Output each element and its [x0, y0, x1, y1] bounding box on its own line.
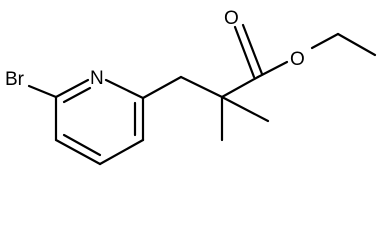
- carbonyl-oxygen-label: O: [224, 8, 239, 29]
- bond-c6-n: [54, 78, 90, 99]
- bond-br-c6: [27, 84, 58, 99]
- nitrogen-label: N: [90, 68, 104, 89]
- bond-n-c2: [104, 78, 145, 100]
- bond-cq-methyl-right: [220, 95, 270, 123]
- molecule-structure: Br N O O: [5, 8, 377, 166]
- ester-oxygen-label: O: [290, 49, 305, 70]
- bond-carbonyl-o-double-a: [233, 25, 256, 79]
- bond-ch2-ch3: [336, 32, 377, 57]
- bond-c4-c5: [54, 138, 102, 166]
- bond-ch2-cq: [179, 75, 224, 99]
- bromine-label: Br: [5, 69, 25, 90]
- bond-c4-c5-inner: [62, 133, 102, 157]
- bond-c6-n-inner: [62, 86, 92, 104]
- bond-c3-c4: [98, 138, 145, 166]
- bond-cq-carbonyl: [220, 75, 260, 99]
- bond-o-ch2: [310, 32, 340, 50]
- bond-c2-ch2: [141, 75, 183, 100]
- bond-carbonyl-o-double-b: [241, 23, 264, 76]
- bond-carbonyl-o-ester: [256, 60, 289, 79]
